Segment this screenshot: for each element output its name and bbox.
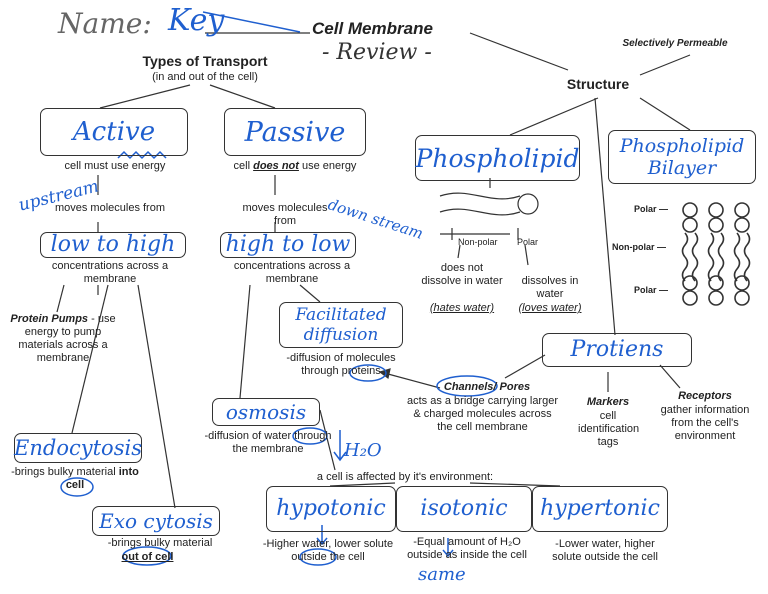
active-label: Active: [72, 117, 156, 147]
endocytosis-text-main: -brings bulky material: [11, 466, 119, 478]
active-box: Active: [40, 108, 188, 156]
bilayer-box: Phospholipid Bilayer: [608, 130, 756, 184]
bilayer-nonpolar: Non-polar —: [612, 242, 666, 252]
markers-text: cell identification tags: [578, 410, 640, 448]
active-moves: moves molecules from: [54, 202, 166, 214]
endocytosis-box: Endocytosis: [14, 433, 142, 463]
passive-note-emph: does not: [253, 160, 299, 172]
markers-title: Markers: [586, 396, 630, 408]
high-to-low-box: high to low: [220, 232, 356, 258]
phospholipid-box: Phospholipid: [415, 135, 580, 181]
receptors-text: gather information from the cell's envir…: [660, 404, 750, 442]
low-to-high-label: low to high: [50, 232, 176, 257]
hypotonic-text: -Higher water, lower solute outside the …: [262, 538, 394, 563]
facilitated-diffusion-box: Facilitated diffusion: [279, 302, 403, 348]
osmosis-box: osmosis: [212, 398, 320, 426]
protein-pumps-text: Protein Pumps - use energy to pump mater…: [8, 313, 118, 365]
transport-subheading: (in and out of the cell): [152, 71, 258, 83]
osmosis-text: -diffusion of water through the membrane: [204, 430, 332, 455]
high-to-low-label: high to low: [225, 232, 351, 257]
hypotonic-label: hypotonic: [276, 496, 386, 521]
protein-pumps-body: - use energy to pump materials across a …: [18, 313, 116, 364]
hypotonic-box: hypotonic: [266, 486, 396, 532]
exocytosis-out: out of cell: [121, 551, 174, 563]
proteins-label: Protiens: [570, 337, 664, 362]
phospholipid-label: Phospholipid: [415, 143, 580, 173]
environment-heading: a cell is affected by it's environment:: [316, 471, 494, 483]
nonpolar-hates: (hates water): [429, 302, 495, 314]
active-concentrations: concentrations across a membrane: [51, 260, 169, 285]
endocytosis-label: Endocytosis: [14, 435, 142, 460]
hypertonic-box: hypertonic: [532, 486, 668, 532]
page-title: Cell Membrane: [312, 19, 433, 38]
isotonic-box: isotonic: [396, 486, 532, 532]
active-note: cell must use energy: [64, 160, 166, 172]
hypertonic-label: hypertonic: [540, 496, 660, 521]
hypertonic-text: -Lower water, higher solute outside the …: [552, 538, 658, 563]
proteins-box: Protiens: [542, 333, 692, 367]
bilayer-polar-bottom: Polar —: [634, 285, 669, 295]
channels-title: Channels/ Pores: [443, 381, 531, 393]
endocytosis-text: -brings bulky material into cell: [10, 466, 140, 492]
nonpolar-text: does not dissolve in water: [421, 262, 503, 287]
facilitated-diffusion-label: Facilitated diffusion: [295, 305, 387, 345]
facilitated-diffusion-text: -diffusion of molecules through proteins: [286, 352, 396, 377]
passive-note-prefix: cell: [233, 160, 254, 172]
h2o-note: H₂O: [344, 440, 382, 461]
passive-box: Passive: [224, 108, 366, 156]
passive-note: cell does not use energy: [215, 160, 375, 173]
exocytosis-label: Exo cytosis: [99, 509, 213, 533]
polar-label: Polar: [517, 237, 539, 247]
name-value: Key: [168, 3, 225, 38]
passive-moves: moves molecules from: [242, 202, 328, 227]
name-label: Name:: [58, 7, 152, 40]
transport-heading: Types of Transport: [142, 53, 268, 69]
exocytosis-text: -brings bulky material: [107, 537, 213, 549]
passive-concentrations: concentrations across a membrane: [233, 260, 351, 285]
bilayer-polar-top: Polar —: [634, 204, 669, 214]
endocytosis-into: into: [118, 466, 139, 478]
passive-note-suffix: use energy: [298, 160, 357, 172]
selectively-permeable: Selectively Permeable: [622, 38, 728, 49]
channels-text: acts as a bridge carrying larger & charg…: [406, 395, 558, 433]
osmosis-label: osmosis: [225, 400, 307, 424]
same-note: same: [418, 564, 466, 585]
polar-text: dissolves in water: [521, 275, 579, 300]
bilayer-label: Phospholipid Bilayer: [619, 135, 745, 179]
isotonic-text: -Equal amount of H₂O outside as inside t…: [407, 536, 527, 561]
protein-pumps-title: Protein Pumps: [10, 313, 89, 325]
nonpolar-label: Non-polar: [458, 237, 498, 247]
low-to-high-box: low to high: [40, 232, 186, 258]
isotonic-label: isotonic: [420, 496, 508, 521]
polar-loves: (loves water): [518, 302, 582, 314]
page-subtitle: - Review -: [322, 40, 432, 65]
receptors-title: Receptors: [678, 390, 732, 402]
structure-heading: Structure: [566, 76, 630, 92]
passive-label: Passive: [244, 116, 346, 148]
exocytosis-box: Exo cytosis: [92, 506, 220, 536]
endocytosis-cell: cell: [65, 479, 85, 491]
